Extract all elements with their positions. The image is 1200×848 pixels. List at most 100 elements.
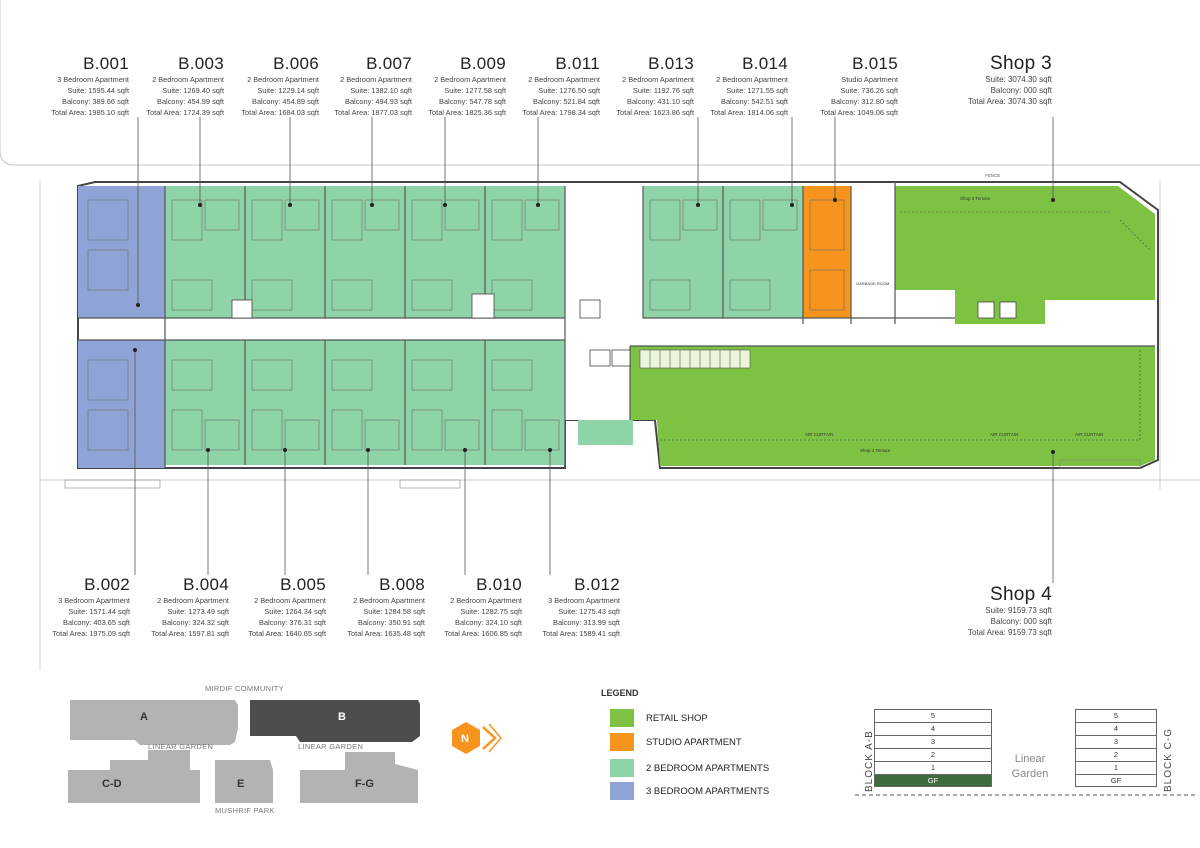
unit-label-b005[interactable]: B.005 2 Bedroom Apartment Suite: 1264.34… bbox=[222, 575, 326, 639]
unit-label-b008[interactable]: B.008 2 Bedroom Apartment Suite: 1284.58… bbox=[321, 575, 425, 639]
unit-total: Total Area: 1724.39 sqft bbox=[146, 108, 224, 117]
unit-label-b011[interactable]: B.011 2 Bedroom Apartment Suite: 1276.50… bbox=[496, 54, 600, 118]
keyplan-mushrif-park: MUSHRIF PARK bbox=[215, 806, 275, 815]
unit-type: 2 Bedroom Apartment bbox=[528, 75, 600, 84]
unit-balcony: Balcony: 376.31 sqft bbox=[259, 618, 326, 627]
unit-balcony: Balcony: 542.51 sqft bbox=[721, 97, 788, 106]
unit-label-shop3[interactable]: Shop 3 Suite: 3074.30 sqft Balcony: 000 … bbox=[944, 54, 1052, 107]
keyplan-block-b bbox=[250, 700, 420, 742]
keyplan-block-fg bbox=[300, 752, 418, 803]
unit-label-b006[interactable]: B.006 2 Bedroom Apartment Suite: 1229.14… bbox=[215, 54, 319, 118]
unit-type: 3 Bedroom Apartment bbox=[58, 596, 130, 605]
unit-name: B.008 bbox=[379, 575, 425, 594]
unit-suite: Suite: 1382.10 sqft bbox=[350, 86, 412, 95]
unit-label-b007[interactable]: B.007 2 Bedroom Apartment Suite: 1382.10… bbox=[308, 54, 412, 118]
unit-balcony: Balcony: 389.66 sqft bbox=[62, 97, 129, 106]
level-cell: 2 bbox=[874, 748, 992, 761]
unit-type: 2 Bedroom Apartment bbox=[450, 596, 522, 605]
level-cell: 4 bbox=[874, 722, 992, 735]
shop4-terrace-label: Shop 4 Terrace bbox=[860, 448, 891, 453]
unit-label-b010[interactable]: B.010 2 Bedroom Apartment Suite: 1282.75… bbox=[418, 575, 522, 639]
unit-label-b015[interactable]: B.015 Studio Apartment Suite: 736.26 sqf… bbox=[794, 54, 898, 118]
unit-name: B.011 bbox=[555, 54, 600, 73]
unit-label-shop4[interactable]: Shop 4 Suite: 9159.73 sqft Balcony: 000 … bbox=[940, 585, 1052, 638]
legend-swatch-two-bedroom bbox=[610, 759, 634, 777]
unit-suite: Suite: 1271.55 sqft bbox=[726, 86, 788, 95]
unit-type: 2 Bedroom Apartment bbox=[247, 75, 319, 84]
air-curtains bbox=[660, 211, 1151, 441]
unit-label-b002[interactable]: B.002 3 Bedroom Apartment Suite: 1571.44… bbox=[26, 575, 130, 639]
unit-suite: Suite: 1276.50 sqft bbox=[538, 86, 600, 95]
level-cell: GF bbox=[1075, 774, 1157, 787]
unit-type: 2 Bedroom Apartment bbox=[716, 75, 788, 84]
unit-name: Shop 4 bbox=[989, 584, 1052, 605]
level-cell: 5 bbox=[1075, 709, 1157, 722]
unit-balcony: Balcony: 403.65 sqft bbox=[63, 618, 130, 627]
legend-title: LEGEND bbox=[601, 688, 639, 698]
unit-total: Total Area: 1985.10 sqft bbox=[51, 108, 129, 117]
garden-line2: Garden bbox=[1011, 768, 1049, 780]
level-cell: 3 bbox=[874, 735, 992, 748]
unit-balcony: Balcony: 350.91 sqft bbox=[358, 618, 425, 627]
unit-balcony: Balcony: 431.10 sqft bbox=[627, 97, 694, 106]
level-cell: 3 bbox=[1075, 735, 1157, 748]
shop3-terrace-label: Shop 3 Terrace bbox=[960, 196, 991, 201]
unit-label-b001[interactable]: B.001 3 Bedroom Apartment Suite: 1595.44… bbox=[25, 54, 129, 118]
unit-total: Total Area: 1684.03 sqft bbox=[241, 108, 319, 117]
keyplan-linear-garden-left: LINEAR GARDEN bbox=[148, 742, 214, 751]
unit-suite: Suite: 1192.76 sqft bbox=[632, 86, 694, 95]
unit-type: 2 Bedroom Apartment bbox=[152, 75, 224, 84]
level-cell: 5 bbox=[874, 709, 992, 722]
unit-suite: Suite: 1277.58 sqft bbox=[444, 86, 506, 95]
unit-total: Total Area: 1975.09 sqft bbox=[52, 629, 130, 638]
level-cell: 4 bbox=[1075, 722, 1157, 735]
unit-balcony: Balcony: 312.80 sqft bbox=[831, 97, 898, 106]
unit-balcony: Balcony: 454.89 sqft bbox=[252, 97, 319, 106]
unit-b002-fill bbox=[78, 340, 165, 468]
garbage-room-label: GARBAGE ROOM bbox=[856, 281, 889, 286]
core-left bbox=[565, 186, 643, 318]
air-curtain-label: AIR CURTAIN bbox=[1075, 432, 1103, 437]
leader-dots bbox=[133, 198, 1055, 454]
unit-name: Shop 3 bbox=[989, 53, 1052, 74]
unit-total: Total Area: 1798.34 sqft bbox=[522, 108, 600, 117]
unit-total: Total Area: 1640.65 sqft bbox=[248, 629, 326, 638]
unit-label-b003[interactable]: B.003 2 Bedroom Apartment Suite: 1269.40… bbox=[120, 54, 224, 118]
unit-total: Total Area: 1877.03 sqft bbox=[334, 108, 412, 117]
keyplan-block-e bbox=[215, 760, 273, 803]
unit-type: 2 Bedroom Apartment bbox=[353, 596, 425, 605]
corridor bbox=[140, 318, 900, 340]
unit-label-b004[interactable]: B.004 2 Bedroom Apartment Suite: 1273.49… bbox=[125, 575, 229, 639]
unit-suite: Suite: 1282.75 sqft bbox=[460, 607, 522, 616]
unit-name: B.003 bbox=[178, 54, 224, 73]
level-table-block-cg: 5 4 3 2 1 GF bbox=[1075, 709, 1157, 787]
leader-lines-top bbox=[137, 117, 1054, 305]
unit-suite: Suite: 1595.44 sqft bbox=[67, 86, 129, 95]
legend-swatch-three-bedroom bbox=[610, 782, 634, 800]
level-cell: 1 bbox=[874, 761, 992, 774]
unit-name: B.005 bbox=[280, 575, 326, 594]
unit-type: 2 Bedroom Apartment bbox=[340, 75, 412, 84]
unit-balcony: Balcony: 324.32 sqft bbox=[162, 618, 229, 627]
unit-name: B.007 bbox=[366, 54, 412, 73]
garden-line1: Linear bbox=[1014, 753, 1046, 765]
unit-total: Total Area: 1606.85 sqft bbox=[444, 629, 522, 638]
unit-balcony: Balcony: 494.93 sqft bbox=[345, 97, 412, 106]
escalator bbox=[639, 349, 751, 369]
legend-label: RETAIL SHOP bbox=[646, 713, 708, 724]
unit-suite: Suite: 1275.43 sqft bbox=[558, 607, 620, 616]
unit-balcony: Balcony: 324.10 sqft bbox=[455, 618, 522, 627]
unit-suite: Suite: 1571.44 sqft bbox=[68, 607, 130, 616]
unit-total: Total Area: 9159.73 sqft bbox=[967, 628, 1052, 637]
unit-label-b009[interactable]: B.009 2 Bedroom Apartment Suite: 1277.58… bbox=[402, 54, 506, 118]
unit-total: Total Area: 3074.30 sqft bbox=[967, 97, 1052, 106]
unit-label-b012[interactable]: B.012 3 Bedroom Apartment Suite: 1275.43… bbox=[516, 575, 620, 639]
keyplan-mirdif-community: MIRDIF COMMUNITY bbox=[205, 684, 284, 693]
unit-label-b013[interactable]: B.013 2 Bedroom Apartment Suite: 1192.76… bbox=[590, 54, 694, 118]
leader-lines-bottom bbox=[134, 350, 1054, 583]
unit-label-b014[interactable]: B.014 2 Bedroom Apartment Suite: 1271.55… bbox=[684, 54, 788, 118]
unit-suite: Suite: 3074.30 sqft bbox=[985, 75, 1052, 84]
trellis bbox=[64, 459, 1141, 489]
fence-label: FENCE bbox=[985, 173, 1000, 178]
unit-b015-fill bbox=[803, 186, 851, 324]
